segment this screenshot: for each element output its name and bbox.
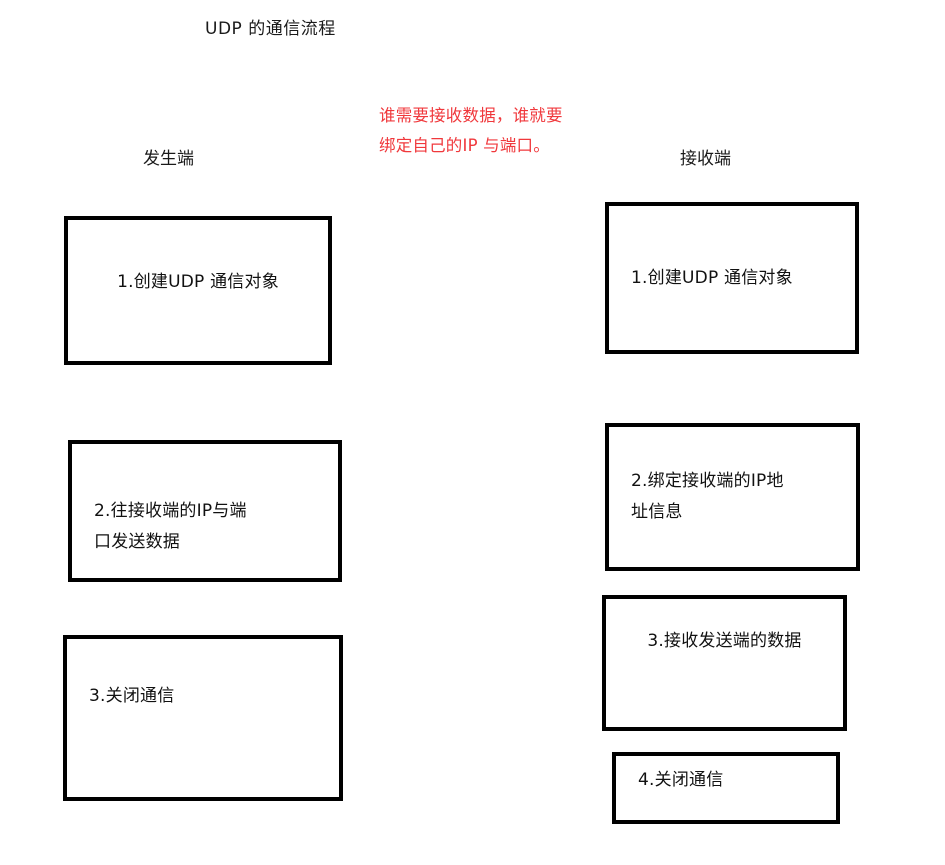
receiver-step-1-label: 1.创建UDP 通信对象 bbox=[631, 267, 793, 288]
receiver-step-2-label: 2.绑定接收端的IP地 址信息 bbox=[631, 471, 784, 522]
column-header-sender: 发生端 bbox=[143, 149, 194, 169]
column-header-receiver: 接收端 bbox=[680, 149, 731, 169]
receiver-step-3-box[interactable]: 3.接收发送端的数据 bbox=[602, 595, 847, 731]
red-annotation-note: 谁需要接收数据，谁就要绑定自己的IP 与端口。 bbox=[379, 106, 563, 155]
receiver-step-2-box[interactable]: 2.绑定接收端的IP地 址信息 bbox=[605, 423, 860, 571]
page-title: UDP 的通信流程 bbox=[205, 19, 336, 39]
sender-step-2-label: 2.往接收端的IP与端 口发送数据 bbox=[94, 501, 247, 552]
sender-step-3-label: 3.关闭通信 bbox=[89, 685, 175, 706]
sender-step-3-box[interactable]: 3.关闭通信 bbox=[63, 635, 343, 801]
sender-step-2-box[interactable]: 2.往接收端的IP与端 口发送数据 bbox=[68, 440, 342, 582]
receiver-step-4-label: 4.关闭通信 bbox=[638, 769, 724, 790]
receiver-step-1-box[interactable]: 1.创建UDP 通信对象 bbox=[605, 202, 859, 354]
sender-step-1-label: 1.创建UDP 通信对象 bbox=[117, 272, 279, 292]
receiver-step-4-box[interactable]: 4.关闭通信 bbox=[612, 752, 840, 824]
sender-step-1-box[interactable]: 1.创建UDP 通信对象 bbox=[64, 216, 332, 365]
receiver-step-3-label: 3.接收发送端的数据 bbox=[647, 630, 802, 651]
